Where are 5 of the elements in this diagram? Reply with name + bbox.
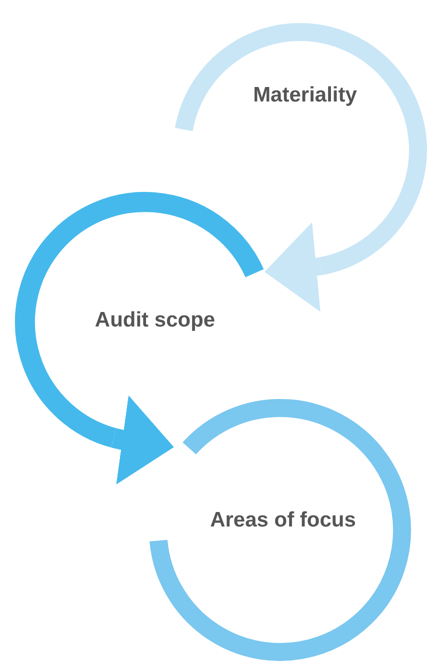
curved-arrow bbox=[111, 395, 174, 484]
curved-arrow bbox=[264, 222, 322, 312]
stage-label: Materiality bbox=[253, 82, 357, 108]
stage-label: Areas of focus bbox=[210, 507, 356, 533]
stage-label: Audit scope bbox=[94, 307, 216, 333]
